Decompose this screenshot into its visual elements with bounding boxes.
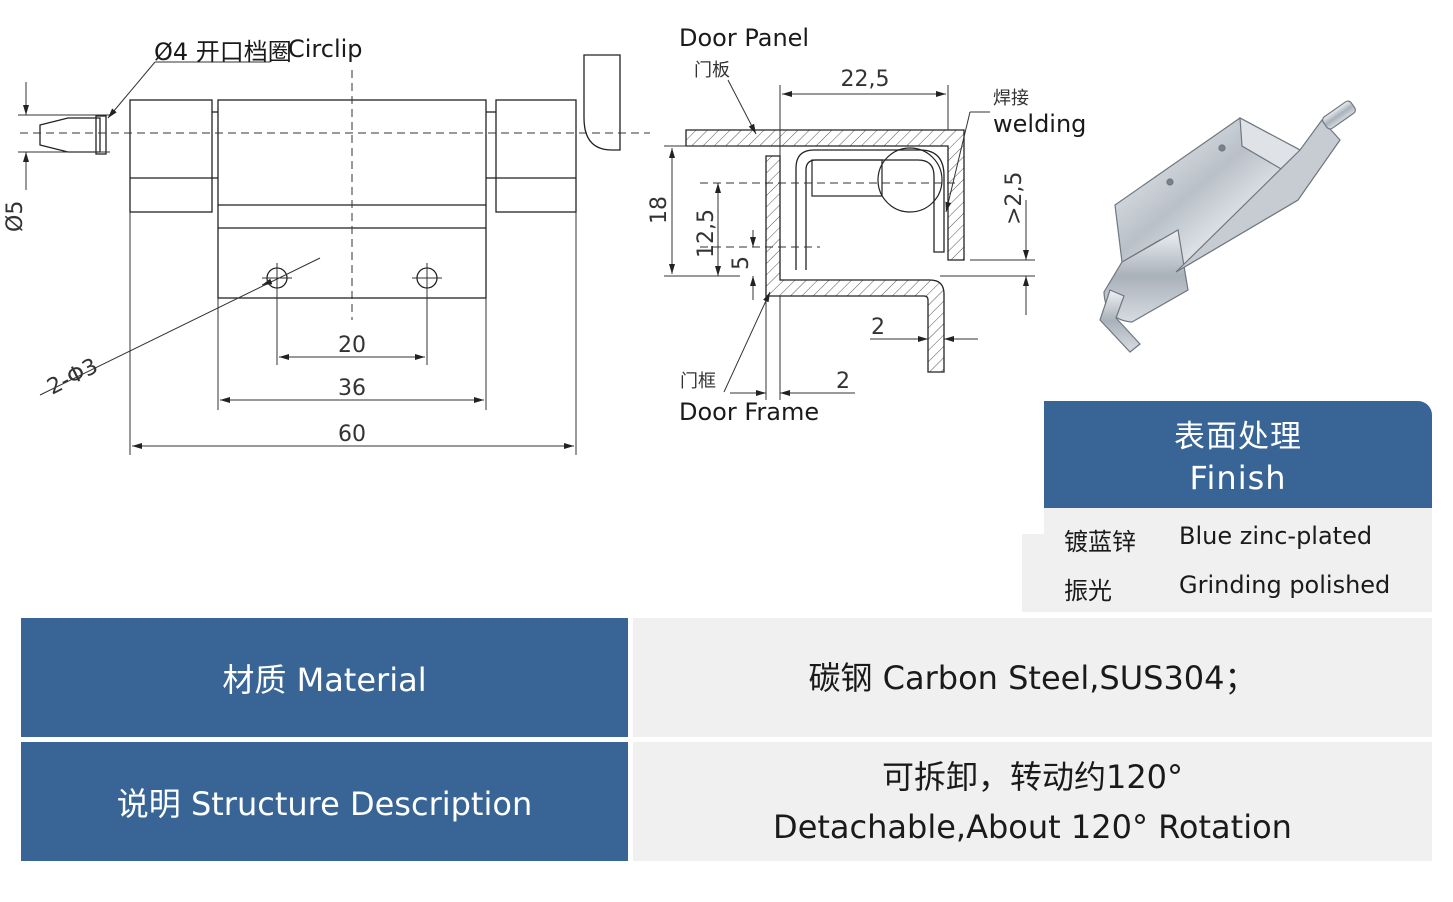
dim-leaf-width: 36 <box>338 376 366 401</box>
finish-body-top <box>1044 508 1432 538</box>
finish-body <box>1022 534 1432 612</box>
material-value-cell: 碳钢 Carbon Steel,SUS304； <box>633 618 1432 737</box>
dim-gap: 5 <box>729 256 754 270</box>
dim-offset: 12,5 <box>694 209 719 258</box>
dim-overall-length: 60 <box>338 422 366 447</box>
finish-title-en: Finish <box>1189 459 1287 497</box>
circlip-label: Circlip <box>288 35 363 63</box>
hinge-photo <box>1099 100 1356 353</box>
dim-holes: 2-Φ3 <box>43 354 102 400</box>
structure-label-cell: 说明 Structure Description <box>21 742 628 861</box>
finish-header: 表面处理 Finish <box>1044 401 1432 508</box>
door-frame-label: Door Frame <box>679 398 820 426</box>
material-value: 碳钢 Carbon Steel,SUS304； <box>808 658 1257 697</box>
material-label: 材质 Material <box>222 660 427 699</box>
finish-title-cn: 表面处理 <box>1174 419 1302 455</box>
structure-label: 说明 Structure Description <box>116 784 533 823</box>
material-label-cell: 材质 Material <box>21 618 628 737</box>
dim-panel-thickness: 2 <box>871 315 885 340</box>
dim-hole-spacing: 20 <box>338 333 366 358</box>
circlip-spec: Ø4 开口档圈 <box>154 38 292 66</box>
door-panel-label: Door Panel <box>679 24 810 52</box>
structure-value-en: Detachable,About 120° Rotation <box>773 807 1292 846</box>
dim-height: 18 <box>647 196 672 224</box>
finish-row-2-cn: 振光 <box>1064 577 1112 605</box>
dim-frame-thickness: 2 <box>836 369 850 394</box>
finish-row-2-en: Grinding polished <box>1179 571 1391 599</box>
door-frame-cn: 门框 <box>680 371 716 392</box>
technical-drawing: 20 36 60 Ø5 2-Φ3 22,5 18 12,5 5 >2,5 2 2 <box>3 54 1356 455</box>
hinge-section-view <box>685 129 965 373</box>
dim-clearance: >2,5 <box>1002 172 1027 225</box>
welding-label: welding <box>993 110 1087 138</box>
finish-row-1-en: Blue zinc-plated <box>1179 522 1373 550</box>
structure-value-cn: 可拆卸，转动约120° <box>881 757 1184 796</box>
welding-cn: 焊接 <box>993 88 1029 109</box>
finish-row-1-cn: 镀蓝锌 <box>1064 528 1136 556</box>
hinge-side-view <box>39 54 621 299</box>
dim-shaft-dia: Ø5 <box>3 201 28 232</box>
door-panel-cn: 门板 <box>694 60 730 81</box>
structure-value-cell: 可拆卸，转动约120° Detachable,About 120° Rotati… <box>633 742 1432 861</box>
dim-width: 22,5 <box>841 67 890 92</box>
